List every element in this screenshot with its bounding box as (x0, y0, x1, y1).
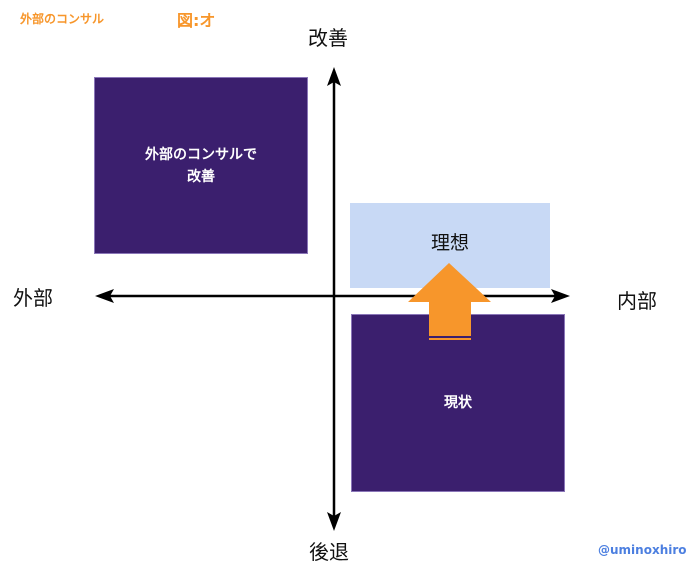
up-arrowhead-icon (327, 67, 341, 86)
horizontal-axis (95, 289, 570, 303)
left-arrowhead-icon (95, 289, 114, 303)
figure-label: 図:オ (177, 11, 216, 30)
axis-label-bottom: 後退 (309, 540, 349, 564)
axis-label-top: 改善 (308, 26, 348, 50)
vertical-axis (327, 67, 341, 531)
external-consultant-box: 外部のコンサルで 改善 (94, 77, 308, 254)
ideal-label: 理想 (430, 232, 469, 254)
current-box: 現状 (351, 314, 565, 492)
current-label: 現状 (444, 395, 472, 411)
author-credit: @uminoxhiro (598, 543, 687, 557)
improvement-arrow-icon (408, 263, 491, 340)
header-title: 外部のコンサル (20, 12, 105, 26)
down-arrowhead-icon (327, 512, 341, 531)
external-consultant-line2: 改善 (187, 168, 215, 185)
axis-label-left: 外部 (13, 286, 53, 310)
axis-label-right: 内部 (617, 289, 657, 313)
external-consultant-line1: 外部のコンサルで (145, 146, 257, 163)
right-arrowhead-icon (551, 289, 570, 303)
